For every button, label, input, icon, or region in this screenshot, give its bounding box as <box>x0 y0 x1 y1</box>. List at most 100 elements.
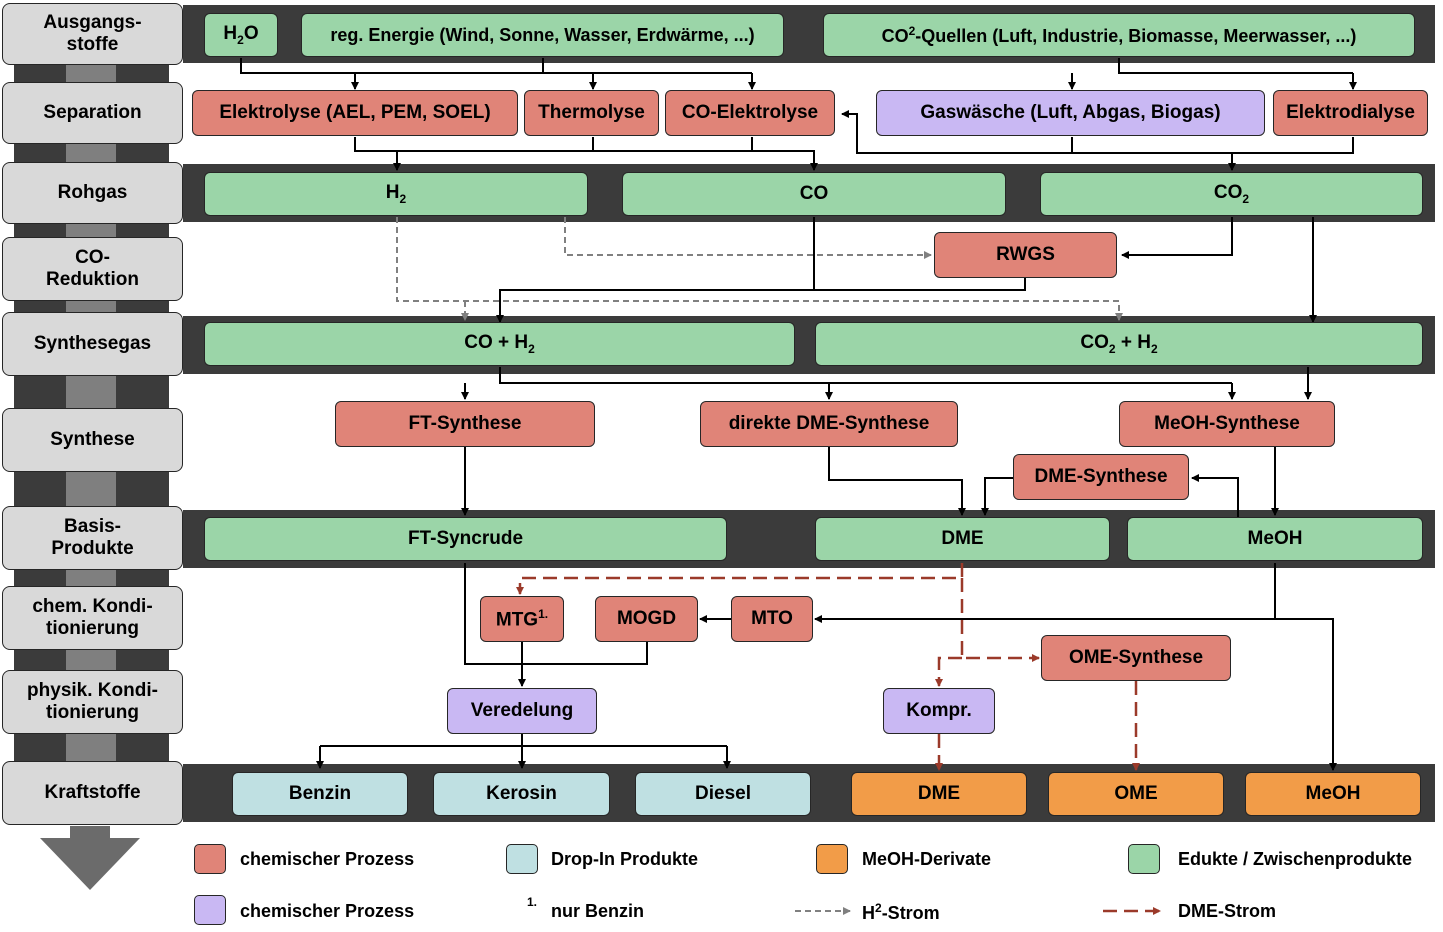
node-reg-energie[interactable]: reg. Energie (Wind, Sonne, Wasser, Erdwä… <box>301 13 784 57</box>
stage-label: physik. Kondi- tionierung <box>27 680 158 723</box>
link-dme-synth-to-dme <box>981 477 1014 516</box>
node-label: FT-Synthese <box>408 413 522 434</box>
stage-label: Separation <box>43 102 142 123</box>
link-veredelung-fuels <box>521 734 727 747</box>
node-meoh-synthese[interactable]: MeOH-Synthese <box>1119 401 1335 447</box>
node-gaswaesche[interactable]: Gaswäsche (Luft, Abgas, Biogas) <box>876 90 1265 136</box>
node-label: H2 <box>385 182 407 206</box>
stage-label: chem. Kondi- tionierung <box>32 596 153 639</box>
node-label: MTO <box>751 608 793 629</box>
node-label: DME <box>917 783 961 804</box>
stage-kraftstoffe: Kraftstoffe <box>2 761 183 825</box>
legend-label-edukte: Edukte / Zwischenprodukte <box>1178 849 1413 869</box>
legend-label-dropin: Drop-In Produkte <box>551 849 698 869</box>
node-meoh-fuel[interactable]: MeOH <box>1245 772 1421 816</box>
stage-basis-produkte: Basis- Produkte <box>2 506 183 570</box>
node-veredelung[interactable]: Veredelung <box>447 688 597 734</box>
link-co-elektrolyse-co <box>752 150 818 171</box>
h2-strom-synthesegas <box>396 217 1123 321</box>
link-meoh-fuel <box>1275 618 1337 771</box>
down-arrow-icon <box>40 838 140 890</box>
node-label: Diesel <box>695 783 751 804</box>
node-benzin[interactable]: Benzin <box>232 772 408 816</box>
node-dme-synthese[interactable]: DME-Synthese <box>1013 454 1189 500</box>
node-elektrodialyse[interactable]: Elektrodialyse <box>1273 90 1428 136</box>
legend-swatch-meoh-derivate <box>816 844 848 874</box>
node-ome-synthese[interactable]: OME-Synthese <box>1041 635 1231 681</box>
node-label: MeOH-Synthese <box>1154 413 1300 434</box>
legend-swatch-dropin <box>506 844 538 874</box>
node-label: CO2 <box>1213 182 1250 206</box>
node-co2-h2[interactable]: CO2 + H2 <box>815 322 1423 366</box>
node-dme[interactable]: DME <box>815 517 1110 561</box>
node-kerosin[interactable]: Kerosin <box>433 772 610 816</box>
node-mto[interactable]: MTO <box>731 596 813 642</box>
legend-label-dme-strom: DME-Strom <box>1178 901 1276 921</box>
node-h2[interactable]: H2 <box>204 172 588 216</box>
stage-label: Kraftstoffe <box>44 782 141 803</box>
node-label: H2O <box>223 23 259 47</box>
link-co2-quellen <box>1118 58 1353 74</box>
node-mogd[interactable]: MOGD <box>595 596 698 642</box>
node-co[interactable]: CO <box>622 172 1006 216</box>
node-label: CO-Elektrolyse <box>681 102 819 123</box>
node-ft-syncrude[interactable]: FT-Syncrude <box>204 517 727 561</box>
link-coh2-split <box>499 367 1232 384</box>
stage-synthesegas: Synthesegas <box>2 312 183 376</box>
node-label: RWGS <box>996 244 1055 265</box>
link-ft-syncrude-down <box>464 563 648 665</box>
legend-label-chem-prozess: chemischer Prozess <box>240 849 415 869</box>
dme-strom-ome <box>960 578 1040 662</box>
node-direkte-dme-synthese[interactable]: direkte DME-Synthese <box>700 401 958 447</box>
node-co-h2[interactable]: CO + H2 <box>204 322 795 366</box>
node-thermolyse[interactable]: Thermolyse <box>524 90 659 136</box>
node-label: OME-Synthese <box>1068 647 1204 668</box>
node-label: FT-Syncrude <box>407 528 524 549</box>
legend-footnote-mark: 1. <box>527 895 538 909</box>
node-co-elektrolyse[interactable]: CO-Elektrolyse <box>665 90 835 136</box>
node-h2o[interactable]: H2O <box>204 13 278 57</box>
node-label: DME <box>941 528 984 549</box>
node-label: Elektrolyse (AEL, PEM, SOEL) <box>219 102 491 123</box>
node-kompr[interactable]: Kompr. <box>883 688 995 734</box>
legend-label-chem-prozess-2: chemischer Prozess <box>240 901 415 921</box>
node-label: Kompr. <box>906 700 972 721</box>
node-label: Kerosin <box>486 783 557 804</box>
node-label: CO + H2 <box>464 332 535 356</box>
node-co2[interactable]: CO2 <box>1040 172 1423 216</box>
node-mtg[interactable]: MTG1. <box>480 596 564 642</box>
node-label: MeOH <box>1247 528 1303 549</box>
legend-label-h2-strom: H2-Strom <box>862 901 940 923</box>
legend-label-meoh-derivate: MeOH-Derivate <box>862 849 992 869</box>
stage-co-reduktion: CO- Reduktion <box>2 237 183 301</box>
node-ft-synthese[interactable]: FT-Synthese <box>335 401 595 447</box>
node-label: MOGD <box>616 608 677 629</box>
node-label: MTG1. <box>495 606 549 631</box>
node-label: DME-Synthese <box>1034 466 1168 487</box>
link-meoh-to-mto <box>814 563 1276 623</box>
node-diesel[interactable]: Diesel <box>635 772 811 816</box>
node-label: Elektrodialyse <box>1286 102 1415 123</box>
dme-strom-mtg <box>516 563 964 595</box>
link-co2-rwgs <box>1121 217 1233 259</box>
stage-label: Rohgas <box>57 182 128 203</box>
link-h2o-energie <box>240 58 752 74</box>
node-dme-fuel[interactable]: DME <box>851 772 1027 816</box>
link-meoh-to-dme-synth <box>1191 474 1239 517</box>
stage-label: Synthese <box>50 429 135 450</box>
node-label: Benzin <box>288 783 352 804</box>
link-gas-co2 <box>1071 137 1354 154</box>
node-label: CO2-Quellen (Luft, Industrie, Biomasse, … <box>881 23 1357 46</box>
node-label: OME <box>1114 783 1158 804</box>
node-label: reg. Energie (Wind, Sonne, Wasser, Erdwä… <box>330 24 755 45</box>
stage-chem-konditionierung: chem. Kondi- tionierung <box>2 586 183 650</box>
node-label: Veredelung <box>470 700 574 721</box>
stage-synthese: Synthese <box>2 408 183 472</box>
stage-label: Synthesegas <box>33 333 152 354</box>
node-ome-fuel[interactable]: OME <box>1048 772 1224 816</box>
node-label: Gaswäsche (Luft, Abgas, Biogas) <box>920 102 1221 123</box>
node-meoh[interactable]: MeOH <box>1127 517 1423 561</box>
node-rwgs[interactable]: RWGS <box>934 232 1117 278</box>
node-elektrolyse[interactable]: Elektrolyse (AEL, PEM, SOEL) <box>192 90 518 136</box>
node-co2-quellen[interactable]: CO2-Quellen (Luft, Industrie, Biomasse, … <box>823 13 1415 57</box>
